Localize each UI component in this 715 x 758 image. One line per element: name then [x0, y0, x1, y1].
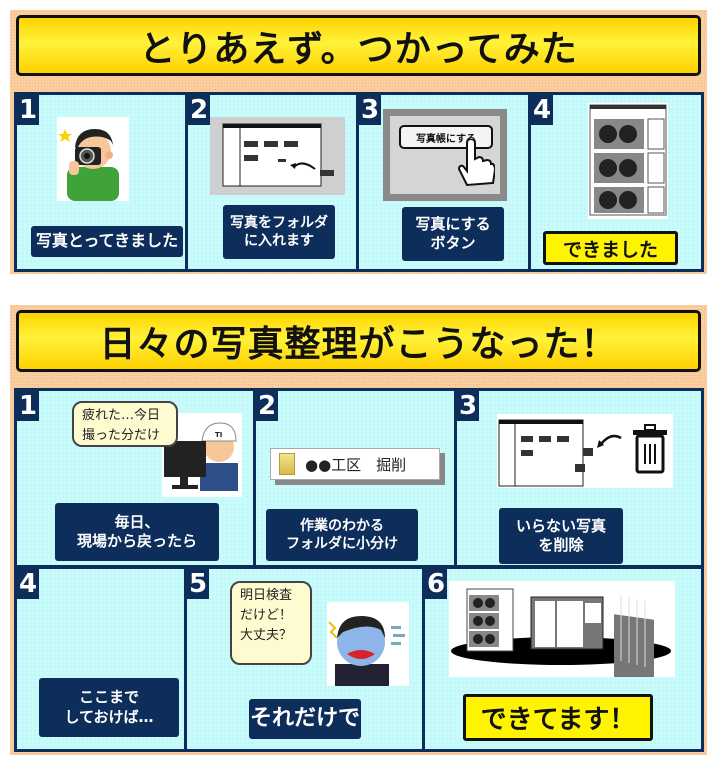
step-number: 5 — [187, 569, 209, 599]
speech-bubble: 疲れた…今日 撮った分だけ — [72, 401, 178, 447]
photo-album-document-icon — [588, 103, 668, 219]
step-number: 3 — [457, 391, 479, 421]
step-number: 3 — [359, 95, 381, 125]
photographer-icon — [57, 117, 129, 201]
folder-item: ●●工区 掘削 — [270, 448, 440, 480]
step-panel-3: 3 写真帳にする 写真にする ボタン — [359, 95, 528, 269]
step-panel-6: 6 できてます！ — [425, 569, 701, 749]
delete-to-trash-icon — [497, 414, 673, 488]
step-number: 1 — [17, 95, 39, 125]
step-caption: いらない写真 を削除 — [499, 508, 623, 564]
step-caption: 写真にする ボタン — [402, 207, 504, 261]
step-panel-4: 4 ここまで しておけば… — [17, 569, 184, 749]
step-number: 1 — [17, 391, 39, 421]
steps-grid: 1 TI 疲れた…今日 撮った分だけ 毎日、 現場から戻ったら 2 ● — [14, 388, 704, 752]
step-number: 4 — [17, 569, 39, 599]
folder-name: ●●工区 掘削 — [305, 455, 407, 474]
photo-album-button: 写真帳にする — [399, 125, 493, 149]
finished-documents-icon — [449, 581, 675, 690]
speech-bubble: 明日検査 だけど！ 大丈夫？ — [230, 581, 312, 665]
step-caption: 写真とってきました — [31, 226, 183, 257]
step-panel-2: 2 ●●工区 掘削 作業のわかる フォルダに小分け — [256, 391, 454, 565]
section-daily-organizing: 日々の写真整理がこうなった！ 1 TI 疲れた…今日 撮った分だけ 毎日、 現場… — [10, 305, 707, 755]
section-title-banner: 日々の写真整理がこうなった！ — [16, 310, 701, 372]
step-caption: 写真をフォルダ に入れます — [223, 205, 335, 259]
svg-text:TI: TI — [215, 431, 222, 439]
section-try-it: とりあえず。つかってみた 1 写真とってきました — [10, 10, 707, 274]
worried-man-icon — [327, 602, 409, 686]
step-panel-5: 5 明日検査 だけど！ 大丈夫？ それだけで — [187, 569, 422, 749]
click-button-icon: 写真帳にする — [383, 109, 507, 201]
step-caption: ここまで しておけば… — [39, 678, 179, 737]
step-panel-1: 1 写真とってきました — [17, 95, 185, 269]
drag-photos-to-folder-icon — [210, 117, 345, 195]
steps-grid: 1 写真とってきました 2 — [14, 92, 704, 272]
section-title: 日々の写真整理がこうなった！ — [99, 324, 618, 365]
step-caption-done: できました — [543, 231, 678, 265]
step-panel-4: 4 できました — [531, 95, 701, 269]
step-panel-1: 1 TI 疲れた…今日 撮った分だけ 毎日、 現場から戻ったら — [17, 391, 253, 565]
step-panel-2: 2 写真をフォルダ に入れます — [188, 95, 356, 269]
step-caption: それだけで — [249, 699, 361, 739]
step-caption: 毎日、 現場から戻ったら — [55, 503, 219, 561]
section-title: とりあえず。つかってみた — [139, 28, 578, 70]
step-caption: 作業のわかる フォルダに小分け — [266, 509, 418, 561]
step-number: 2 — [188, 95, 210, 125]
step-number: 2 — [256, 391, 278, 421]
step-number: 6 — [425, 569, 447, 599]
step-caption-done: できてます！ — [463, 694, 653, 741]
folder-icon — [279, 453, 295, 475]
step-panel-3: 3 いらない写真 を削除 — [457, 391, 701, 565]
section-title-banner: とりあえず。つかってみた — [16, 15, 701, 76]
step-number: 4 — [531, 95, 553, 125]
